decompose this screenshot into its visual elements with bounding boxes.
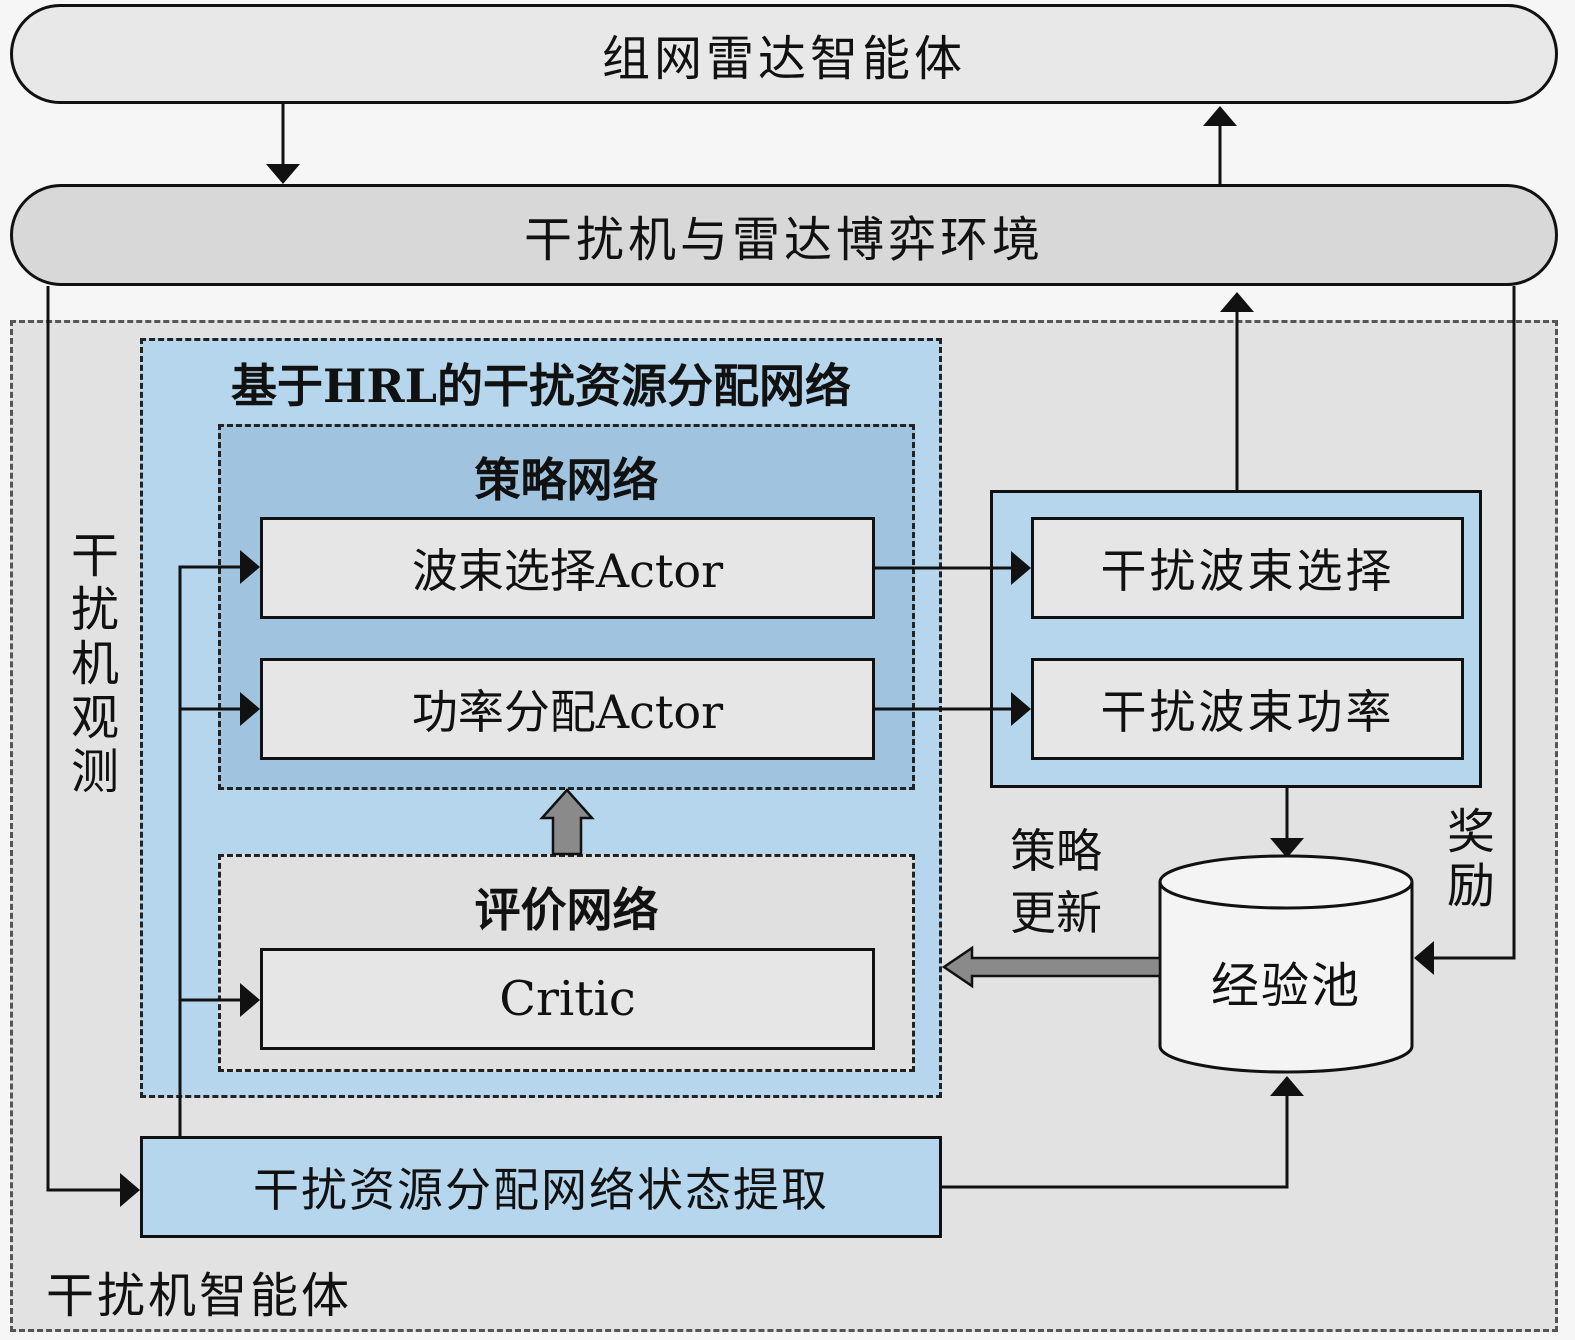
beam-selection-actor: 波束选择Actor <box>260 517 875 619</box>
power-allocation-actor-label: 功率分配Actor <box>411 685 724 739</box>
beam-selection-actor-label: 波束选择Actor <box>411 544 724 598</box>
beam-selection-output-label: 干扰波束选择 <box>1100 544 1395 598</box>
critic-network-title: 评价网络 <box>474 883 659 937</box>
reward-label: 奖励 <box>1438 806 1494 914</box>
radar-agent-label: 组网雷达智能体 <box>601 31 966 87</box>
state-extraction-label: 干扰资源分配网络状态提取 <box>253 1163 829 1217</box>
arrowhead-env-to-radar <box>1203 106 1237 126</box>
jammer-observation-label: 干扰机观测 <box>62 530 118 800</box>
arrowhead-radar-to-env <box>266 164 300 184</box>
jammer-agent-label: 干扰机智能体 <box>46 1268 353 1324</box>
state-extraction-box: 干扰资源分配网络状态提取 <box>140 1136 942 1238</box>
critic-label: Critic <box>499 971 636 1027</box>
policy-update-text: 策略更新 <box>1010 824 1102 940</box>
arrowhead-actions-to-env <box>1220 292 1254 312</box>
power-allocation-actor: 功率分配Actor <box>260 658 875 760</box>
radar-agent-pill: 组网雷达智能体 <box>10 4 1558 104</box>
experience-pool-label: 经验池 <box>1210 958 1361 1014</box>
game-environment-pill: 干扰机与雷达博弈环境 <box>10 184 1558 286</box>
beam-power-output-label: 干扰波束功率 <box>1100 685 1395 739</box>
policy-network-title: 策略网络 <box>474 453 659 507</box>
game-environment-label: 干扰机与雷达博弈环境 <box>523 212 1044 268</box>
critic-box: Critic <box>260 948 875 1050</box>
hrl-network-title: 基于HRL的干扰资源分配网络 <box>230 359 852 413</box>
beam-power-output: 干扰波束功率 <box>1031 658 1464 760</box>
policy-update-label: 策略更新 <box>996 820 1116 944</box>
beam-selection-output: 干扰波束选择 <box>1031 517 1464 619</box>
